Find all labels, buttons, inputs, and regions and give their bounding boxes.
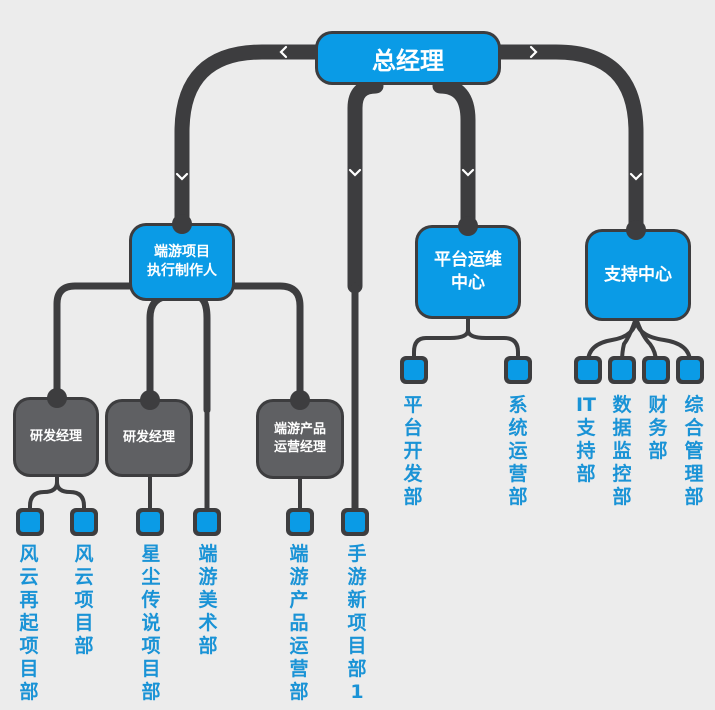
manager-node-rd-1-label: 研发经理 [29, 429, 82, 445]
connector-support-dept-d [634, 316, 692, 364]
connector-support-dept-b [620, 316, 638, 364]
connector-root-to-mobile [347, 78, 384, 294]
dept-label-xingchen: 星尘传说项目部 [141, 543, 161, 703]
connector-lines [28, 44, 692, 518]
connector-pc-to-product-ops [222, 282, 304, 406]
connector-root-to-platform [432, 78, 476, 236]
chevron-down-marker-mobile [348, 168, 362, 177]
root-node-label: 总经理 [372, 46, 444, 75]
dept-label-system-ops: 系统运营部 [508, 394, 528, 508]
dept-marker-admin [680, 360, 700, 380]
chevron-down-marker-left [175, 172, 189, 181]
dept-marker-mobile-new [345, 512, 365, 532]
dept-marker-it-support [578, 360, 598, 380]
dept-label-it-support: IT支持部 [575, 394, 597, 485]
dept-marker-fengyun [74, 512, 94, 532]
manager-node-rd-2-label: 研发经理 [122, 430, 175, 446]
dept-label-fengyun: 风云项目部 [74, 543, 94, 657]
connector-pc-to-rd-1 [53, 282, 144, 402]
dept-marker-data-monitor [612, 360, 632, 380]
root-node-box [318, 34, 498, 82]
dept-label-platform-dev: 平台开发部 [403, 394, 423, 508]
branch-node-pc-games[interactable]: 端游项目 执行制作人 [132, 226, 232, 298]
node-knob-2 [626, 220, 646, 240]
manager-node-rd-1-box [16, 400, 96, 474]
dept-marker-platform-dev [404, 360, 424, 380]
dept-marker-pc-art [197, 512, 217, 532]
chevron-down-marker-platform [461, 168, 475, 177]
node-knob-0 [172, 214, 192, 234]
manager-node-rd-2-box [108, 402, 190, 474]
connector-rd1-dept-b [55, 472, 86, 516]
node-knob-5 [290, 390, 310, 410]
manager-node-rd-2[interactable]: 研发经理 [108, 402, 190, 474]
dept-label-data-monitor: 数据监控部 [612, 394, 632, 508]
dept-label-pc-product-ops: 端游产品运营部 [289, 543, 309, 703]
connector-pc-to-rd-2 [146, 292, 176, 406]
connector-pc-to-art [191, 292, 211, 414]
node-knob-1 [458, 216, 478, 236]
dept-label-finance: 财务部 [648, 394, 668, 462]
manager-node-product-ops-box [259, 402, 341, 476]
manager-node-rd-1[interactable]: 研发经理 [16, 400, 96, 474]
branch-node-support-box [588, 232, 688, 318]
connector-root-to-pc-games [174, 44, 326, 234]
branch-node-platform-ops-box [418, 228, 518, 316]
connector-platform-dept-b [466, 314, 520, 364]
branch-node-support[interactable]: 支持中心 [588, 232, 688, 318]
manager-node-product-ops[interactable]: 端游产品 运营经理 [259, 402, 341, 476]
chevron-left-marker [279, 45, 288, 59]
branch-node-platform-ops-label: 平台运维 中心 [434, 250, 502, 293]
dept-label-mobile-new: 手游新项目部1 [347, 543, 367, 703]
chevron-right-marker [529, 45, 538, 59]
dept-marker-system-ops [508, 360, 528, 380]
dept-marker-fengyun-zaiqi [20, 512, 40, 532]
node-knob-4 [140, 390, 160, 410]
connector-platform-dept-a [412, 314, 470, 364]
dept-marker-finance [646, 360, 666, 380]
node-knob-3 [47, 388, 67, 408]
dept-label-pc-art: 端游美术部 [198, 543, 218, 657]
dept-marker-pc-product-ops [290, 512, 310, 532]
connector-root-to-support [490, 44, 644, 240]
org-nodes [13, 31, 691, 479]
dept-label-fengyun-zaiqi: 风云再起项目部 [19, 543, 39, 703]
chevron-down-marker-right [629, 172, 643, 181]
manager-node-product-ops-label: 端游产品 运营经理 [273, 422, 326, 455]
branch-node-pc-games-label: 端游项目 执行制作人 [147, 244, 217, 279]
branch-node-pc-games-box [132, 226, 232, 298]
branch-node-platform-ops[interactable]: 平台运维 中心 [418, 228, 518, 316]
department-markers [16, 356, 704, 536]
branch-node-support-label: 支持中心 [604, 264, 672, 285]
dept-label-admin: 综合管理部 [684, 394, 704, 508]
dept-marker-xingchen [140, 512, 160, 532]
